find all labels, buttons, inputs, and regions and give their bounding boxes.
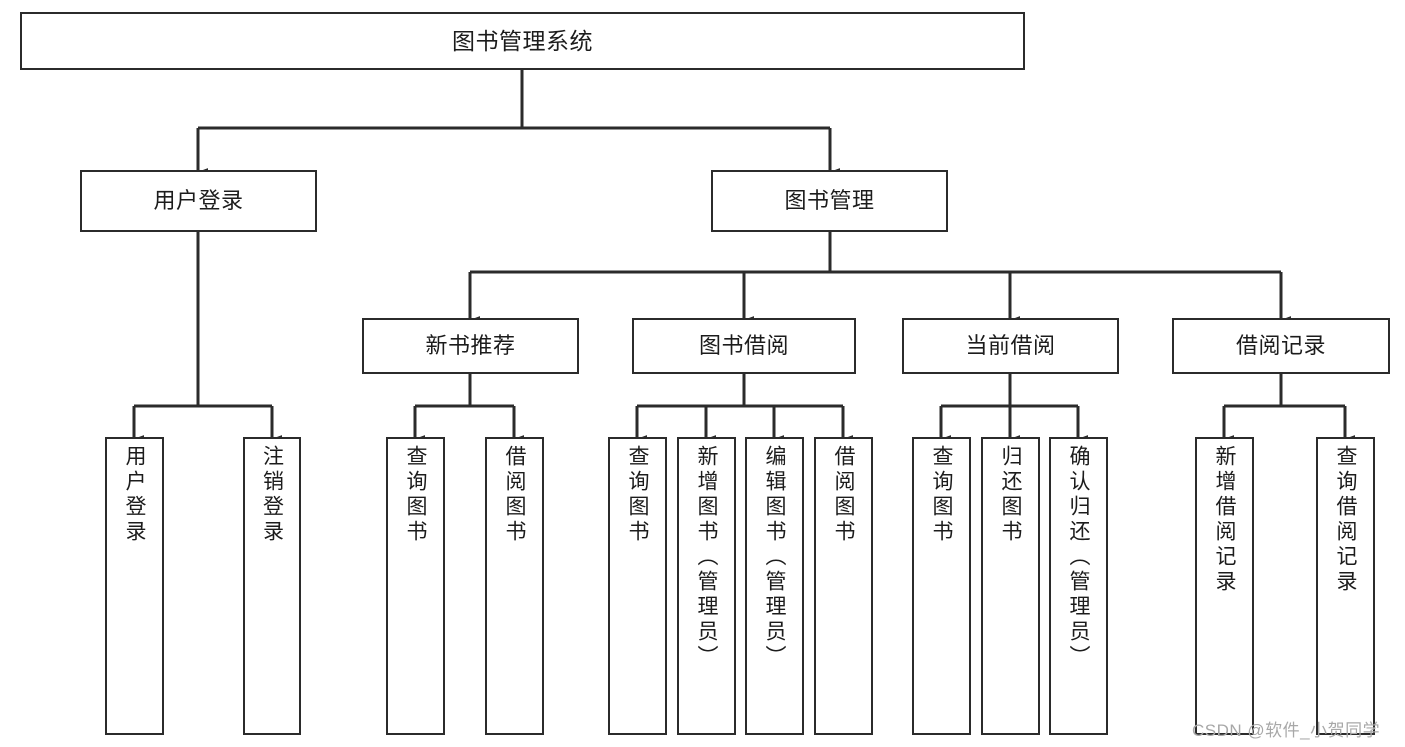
leaf-query-book-cur[interactable]: 查询图书: [912, 437, 971, 735]
csdn-watermark: CSDN @软件_小贺同学: [1192, 721, 1381, 740]
leaf-query-book-bor-label: 查询图书: [626, 445, 649, 545]
leaf-query-book-rec[interactable]: 查询图书: [386, 437, 445, 735]
leaf-confirm-return[interactable]: 确认归还（管理员）: [1049, 437, 1108, 735]
leaf-confirm-return-label: 确认归还（管理员）: [1067, 445, 1090, 670]
leaf-logout[interactable]: 注销登录: [243, 437, 301, 735]
leaf-query-book-cur-label: 查询图书: [930, 445, 953, 545]
node-borrow-record-label: 借阅记录: [1235, 333, 1326, 359]
leaf-borrow-book-bor-label: 借阅图书: [832, 445, 855, 545]
node-book-borrow-label: 图书借阅: [698, 333, 789, 359]
leaf-borrow-book-bor[interactable]: 借阅图书: [814, 437, 873, 735]
leaf-logout-label: 注销登录: [260, 445, 284, 545]
node-book-manage[interactable]: 图书管理: [711, 170, 948, 232]
node-book-borrow[interactable]: 图书借阅: [632, 318, 856, 374]
node-current-borrow-label: 当前借阅: [965, 333, 1056, 359]
node-root-label: 图书管理系统: [452, 27, 593, 54]
node-user-login-label: 用户登录: [153, 188, 244, 214]
leaf-user-login-label: 用户登录: [123, 445, 146, 545]
leaf-borrow-book-rec-label: 借阅图书: [503, 445, 526, 545]
leaf-borrow-book-rec[interactable]: 借阅图书: [485, 437, 544, 735]
node-borrow-record[interactable]: 借阅记录: [1172, 318, 1390, 374]
leaf-query-record[interactable]: 查询借阅记录: [1316, 437, 1375, 735]
leaf-return-book-label: 归还图书: [999, 445, 1022, 545]
leaf-query-book-rec-label: 查询图书: [404, 445, 427, 545]
leaf-add-book[interactable]: 新增图书（管理员）: [677, 437, 736, 735]
leaf-edit-book[interactable]: 编辑图书（管理员）: [745, 437, 804, 735]
leaf-return-book[interactable]: 归还图书: [981, 437, 1040, 735]
leaf-add-record-label: 新增借阅记录: [1213, 445, 1236, 595]
node-book-manage-label: 图书管理: [784, 188, 875, 214]
leaf-add-book-label: 新增图书（管理员）: [695, 445, 718, 670]
node-new-book-recommend[interactable]: 新书推荐: [362, 318, 579, 374]
node-current-borrow[interactable]: 当前借阅: [902, 318, 1119, 374]
node-new-book-recommend-label: 新书推荐: [425, 333, 516, 359]
leaf-query-record-label: 查询借阅记录: [1334, 445, 1357, 595]
leaf-add-record[interactable]: 新增借阅记录: [1195, 437, 1254, 735]
node-user-login[interactable]: 用户登录: [80, 170, 317, 232]
node-root[interactable]: 图书管理系统: [20, 12, 1025, 70]
leaf-user-login[interactable]: 用户登录: [105, 437, 164, 735]
leaf-query-book-bor[interactable]: 查询图书: [608, 437, 667, 735]
leaf-edit-book-label: 编辑图书（管理员）: [763, 445, 786, 670]
